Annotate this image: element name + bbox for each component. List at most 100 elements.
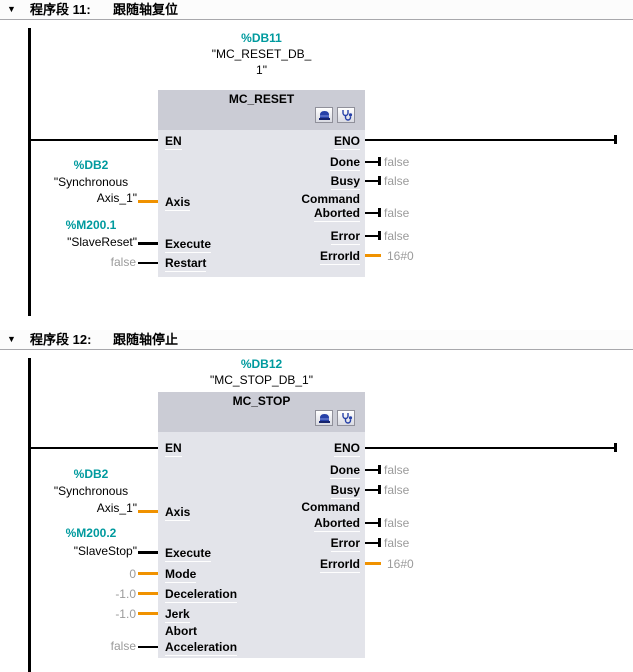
pin-deceleration: Deceleration — [165, 587, 238, 603]
axis-operand-name-line2[interactable]: Axis_1" — [96, 501, 137, 515]
done-wire-end — [378, 465, 381, 474]
error-value[interactable]: false — [384, 536, 410, 550]
pin-execute: Execute — [165, 546, 212, 562]
db-instance-address[interactable]: %DB12 — [240, 357, 283, 371]
errorid-wire — [365, 254, 381, 257]
network-12-title[interactable]: 跟随轴停止 — [113, 332, 179, 347]
configuration-icon-button[interactable] — [315, 107, 333, 123]
diagnostics-icon-button[interactable] — [337, 410, 355, 426]
rail-terminal-right — [614, 135, 617, 144]
error-wire — [365, 235, 379, 237]
pin-en: EN — [165, 441, 182, 457]
pin-acceleration: Acceleration — [165, 640, 238, 656]
pin-command: Command — [301, 500, 360, 514]
collapse-arrow-icon[interactable]: ▼ — [7, 4, 16, 14]
network-11-header[interactable]: ▼ 程序段 11: 跟随轴复位 — [0, 0, 633, 20]
pin-eno: ENO — [333, 134, 360, 150]
pin-command: Command — [301, 192, 360, 206]
mc-stop-block[interactable] — [158, 392, 365, 658]
busy-wire-end — [378, 485, 381, 494]
diagnostics-icon — [341, 110, 352, 121]
db-instance-name-line1[interactable]: "MC_RESET_DB_ — [211, 47, 312, 61]
mode-value[interactable]: 0 — [129, 567, 136, 581]
pin-jerk: Jerk — [165, 607, 190, 623]
deceleration-value[interactable]: -1.0 — [115, 587, 136, 601]
configuration-icon-button[interactable] — [315, 410, 333, 426]
axis-operand-address[interactable]: %DB2 — [73, 158, 109, 172]
network-11-title[interactable]: 跟随轴复位 — [113, 2, 179, 17]
axis-operand-name-line1[interactable]: "Synchronous — [53, 175, 129, 189]
execute-wire — [138, 242, 158, 245]
busy-wire — [365, 489, 379, 491]
errorid-value[interactable]: 16#0 — [387, 557, 414, 571]
axis-operand-address[interactable]: %DB2 — [73, 467, 109, 481]
collapse-arrow-icon[interactable]: ▼ — [7, 334, 16, 344]
execute-wire — [138, 551, 158, 554]
db-instance-name-line2[interactable]: 1" — [256, 63, 267, 77]
commandaborted-value[interactable]: false — [384, 206, 410, 220]
abortacceleration-wire — [138, 646, 158, 648]
error-wire-end — [378, 538, 381, 547]
eno-wire — [365, 139, 615, 141]
pin-aborted: Aborted — [314, 206, 360, 222]
network-12-header[interactable]: ▼ 程序段 12: 跟随轴停止 — [0, 330, 633, 350]
db-instance-name[interactable]: "MC_STOP_DB_1" — [209, 373, 313, 387]
jerk-wire — [138, 612, 158, 615]
pin-aborted: Aborted — [314, 516, 360, 532]
eno-wire — [365, 447, 615, 449]
commandaborted-wire-end — [378, 518, 381, 527]
restart-value[interactable]: false — [110, 255, 136, 269]
pin-restart: Restart — [165, 256, 207, 272]
db-instance-address[interactable]: %DB11 — [241, 31, 282, 45]
pin-errorid: ErrorId — [319, 249, 360, 265]
commandaborted-wire-end — [378, 208, 381, 217]
errorid-wire — [365, 562, 381, 565]
mode-wire — [138, 572, 158, 575]
block-title: MC_RESET — [228, 92, 295, 106]
execute-operand-address[interactable]: %M200.1 — [65, 218, 117, 232]
axis-operand-name-line2[interactable]: Axis_1" — [96, 191, 137, 205]
done-wire-end — [378, 157, 381, 166]
configuration-icon — [318, 413, 330, 423]
pin-error: Error — [330, 536, 360, 552]
abortacceleration-value[interactable]: false — [110, 639, 136, 653]
execute-operand-address[interactable]: %M200.2 — [65, 526, 117, 540]
done-wire — [365, 161, 379, 163]
pin-done: Done — [330, 463, 360, 479]
diagnostics-icon — [341, 413, 352, 424]
error-value[interactable]: false — [384, 229, 410, 243]
pin-axis: Axis — [165, 195, 191, 211]
diagnostics-icon-button[interactable] — [337, 107, 355, 123]
configuration-icon — [318, 110, 330, 120]
done-value[interactable]: false — [384, 463, 410, 477]
commandaborted-wire — [365, 212, 379, 214]
pin-abort: Abort — [165, 624, 197, 638]
axis-wire — [138, 200, 158, 203]
pin-errorid: ErrorId — [319, 557, 360, 573]
execute-operand-name[interactable]: "SlaveReset" — [67, 235, 137, 249]
pin-axis: Axis — [165, 505, 191, 521]
busy-value[interactable]: false — [384, 174, 410, 188]
error-wire-end — [378, 231, 381, 240]
execute-operand-name[interactable]: "SlaveStop" — [73, 544, 137, 558]
axis-wire — [138, 510, 158, 513]
axis-operand-name-line1[interactable]: "Synchronous — [53, 484, 129, 498]
done-value[interactable]: false — [384, 155, 410, 169]
jerk-value[interactable]: -1.0 — [115, 607, 136, 621]
pin-done: Done — [330, 155, 360, 171]
pin-error: Error — [330, 229, 360, 245]
busy-value[interactable]: false — [384, 483, 410, 497]
errorid-value[interactable]: 16#0 — [387, 249, 414, 263]
commandaborted-value[interactable]: false — [384, 516, 410, 530]
network-12-label: 程序段 12: — [30, 332, 92, 347]
pin-busy: Busy — [330, 483, 360, 499]
power-rail-left-net11 — [28, 28, 31, 316]
busy-wire — [365, 180, 379, 182]
error-wire — [365, 542, 379, 544]
pin-busy: Busy — [330, 174, 360, 190]
restart-wire — [138, 262, 158, 264]
en-wire — [30, 447, 158, 449]
commandaborted-wire — [365, 522, 379, 524]
pin-execute: Execute — [165, 237, 212, 253]
